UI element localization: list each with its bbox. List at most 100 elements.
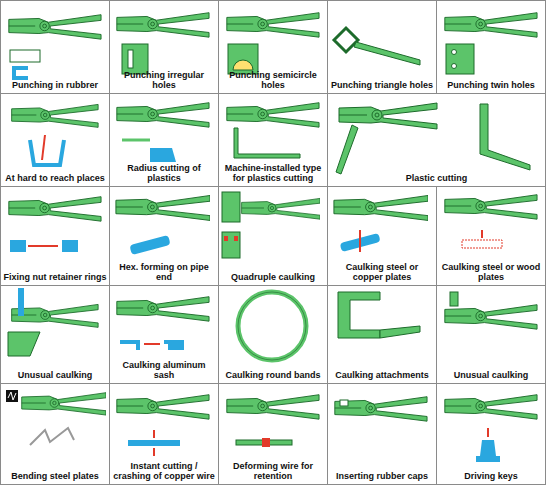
round-band-outline (238, 292, 306, 360)
tool-caption: Deforming wire for retention (221, 462, 325, 481)
tool-cell: Caulking aluminum sash (109, 285, 219, 384)
plier-tool (12, 104, 98, 127)
plier-tool (227, 13, 319, 37)
tool-caption: Caulking steel or wood plates (439, 263, 543, 282)
tool-cell: Caulking steel or copper plates (327, 186, 437, 286)
tool-cell: Deforming wire for retention (218, 383, 328, 485)
rubber-piece (12, 66, 28, 80)
cut-blade (122, 139, 150, 142)
plier-tool (117, 103, 209, 127)
tool-cell: Caulking steel or wood plates (436, 186, 546, 286)
tool-tip (42, 135, 45, 160)
plier-tool (117, 395, 209, 419)
plier-tool (334, 195, 428, 220)
round-band (238, 292, 306, 360)
caulk-jaw (8, 332, 40, 356)
process-arrow (144, 343, 160, 345)
tool-cell: Plastic cutting (327, 93, 546, 187)
tool-cell: Fixing nut retainer rings (0, 186, 110, 286)
pipe-end (129, 235, 170, 255)
caulk-jaw (450, 292, 458, 306)
sash-profile (120, 340, 140, 350)
punch-jaw (228, 44, 258, 74)
plier-tool (445, 395, 537, 419)
tool-cell: Bending steel plates (0, 383, 110, 485)
tool-caption: Driving keys (464, 472, 518, 481)
key-base (476, 456, 500, 462)
twin-hole (452, 50, 457, 55)
copper-wire (128, 440, 180, 446)
tool-caption: Radius cutting of plastics (112, 164, 216, 183)
tool-caption: Caulking attachments (335, 371, 429, 380)
tool-caption: Caulking aluminum sash (112, 361, 216, 380)
caulk-jaw (222, 232, 240, 258)
plier-tool (242, 198, 320, 219)
tool-cell: Caulking round bands (218, 285, 328, 384)
press-mark (481, 230, 483, 238)
tool-cell: Unusual caulking (436, 285, 546, 384)
tool-caption: Bending steel plates (11, 472, 99, 481)
tool-cell: Instant cutting / crashing of copper wir… (109, 383, 219, 485)
tool-caption: Unusual caulking (18, 371, 93, 380)
plier-tool (227, 395, 319, 419)
caulk-pad (234, 236, 238, 241)
tool-caption: Inserting rubber caps (336, 472, 428, 481)
plier-handle (380, 326, 420, 338)
wood-plate (462, 240, 502, 248)
plier-tool (227, 103, 319, 127)
tool-caption: Plastic cutting (406, 174, 468, 183)
punch-slot (128, 50, 133, 68)
tool-cell: Caulking attachments (327, 285, 437, 384)
twin-hole (452, 64, 457, 69)
punch-jaw (446, 44, 474, 74)
tool-caption: Caulking steel or copper plates (330, 263, 434, 282)
bolt (18, 288, 24, 316)
key-part (480, 440, 496, 456)
long-blade (336, 125, 358, 174)
tool-caption: Punching twin holes (447, 81, 535, 90)
tool-cell: Punching irregular holes (109, 0, 219, 94)
punch-jaw (122, 44, 148, 74)
deep-container (30, 140, 64, 165)
nut-ring (62, 240, 78, 252)
plier-tool (445, 305, 537, 329)
press-mark (153, 448, 155, 456)
tool-cell: Unusual caulking (0, 285, 110, 384)
cutter-handle (480, 104, 530, 170)
tool-cell: Quadruple caulking (218, 186, 328, 286)
triangle-punch-head (334, 28, 358, 52)
caulk-pad (224, 236, 228, 241)
plastic-piece (150, 148, 176, 162)
plier-tool (9, 197, 101, 221)
plier-tool (117, 13, 209, 37)
press-mark (153, 430, 155, 438)
tool-caption: Punching irregular holes (112, 71, 216, 90)
tool-caption: Punching triangle holes (331, 81, 433, 90)
semicircle-die (233, 60, 253, 70)
plate-icon-mark (8, 392, 16, 400)
tool-cell: Radius cutting of plastics (109, 93, 219, 187)
tool-caption: Hex. forming on pipe end (112, 263, 216, 282)
plier-tool (339, 103, 437, 129)
plier-tool (445, 195, 537, 219)
plier-handle (354, 42, 420, 65)
tool-cell: Driving keys (436, 383, 546, 485)
tool-caption: Unusual caulking (454, 371, 529, 380)
caulk-jaw (222, 192, 240, 222)
tool-caption: Instant cutting / crashing of copper wir… (112, 462, 216, 481)
die-block (10, 50, 40, 62)
machine-mount (234, 128, 300, 158)
tool-caption: Machine-installed type for plastics cutt… (221, 164, 325, 183)
plier-tool (335, 397, 427, 421)
tool-cell: Machine-installed type for plastics cutt… (218, 93, 328, 187)
tool-caption: Caulking round bands (225, 371, 320, 380)
tool-cell: Inserting rubber caps (327, 383, 437, 485)
tool-caption: At hard to reach places (5, 174, 105, 183)
cap-slot (340, 400, 348, 406)
tool-caption: Quadruple caulking (231, 273, 315, 282)
plier-tool (22, 393, 106, 415)
process-arrow (28, 245, 58, 247)
nut-ring (10, 240, 26, 252)
plier-tool (9, 15, 101, 39)
